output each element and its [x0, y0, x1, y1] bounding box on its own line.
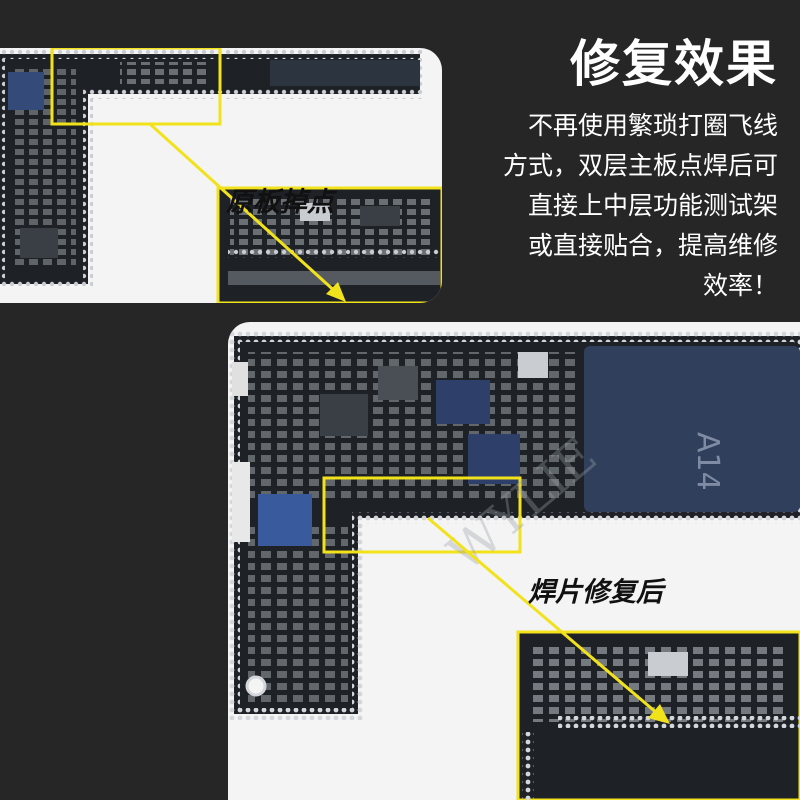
description-line: 方式，双层主板点焊后可	[502, 151, 778, 180]
before-callout-label: 原板掉点	[226, 187, 334, 218]
heading-title: 修复效果	[570, 35, 778, 93]
description-line: 不再使用繁琐打圈飞线	[527, 111, 778, 140]
description-line: 效率！	[702, 271, 778, 300]
description-line: 直接上中层功能测试架	[527, 191, 778, 220]
after-callout-label: 焊片修复后	[528, 577, 663, 608]
before-repair-panel: 原板掉点	[0, 48, 442, 303]
svg-text:A14: A14	[690, 432, 725, 491]
description-line: 或直接贴合，提高维修	[527, 231, 778, 260]
after-board-image: A14 WYLIE	[228, 330, 800, 800]
before-board-image	[0, 48, 442, 303]
description-block: 不再使用繁琐打圈飞线 方式，双层主板点焊后可 直接上中层功能测试架 或直接贴合，…	[438, 106, 778, 306]
after-repair-panel: A14 WYLIE 焊片修复后	[228, 322, 800, 800]
